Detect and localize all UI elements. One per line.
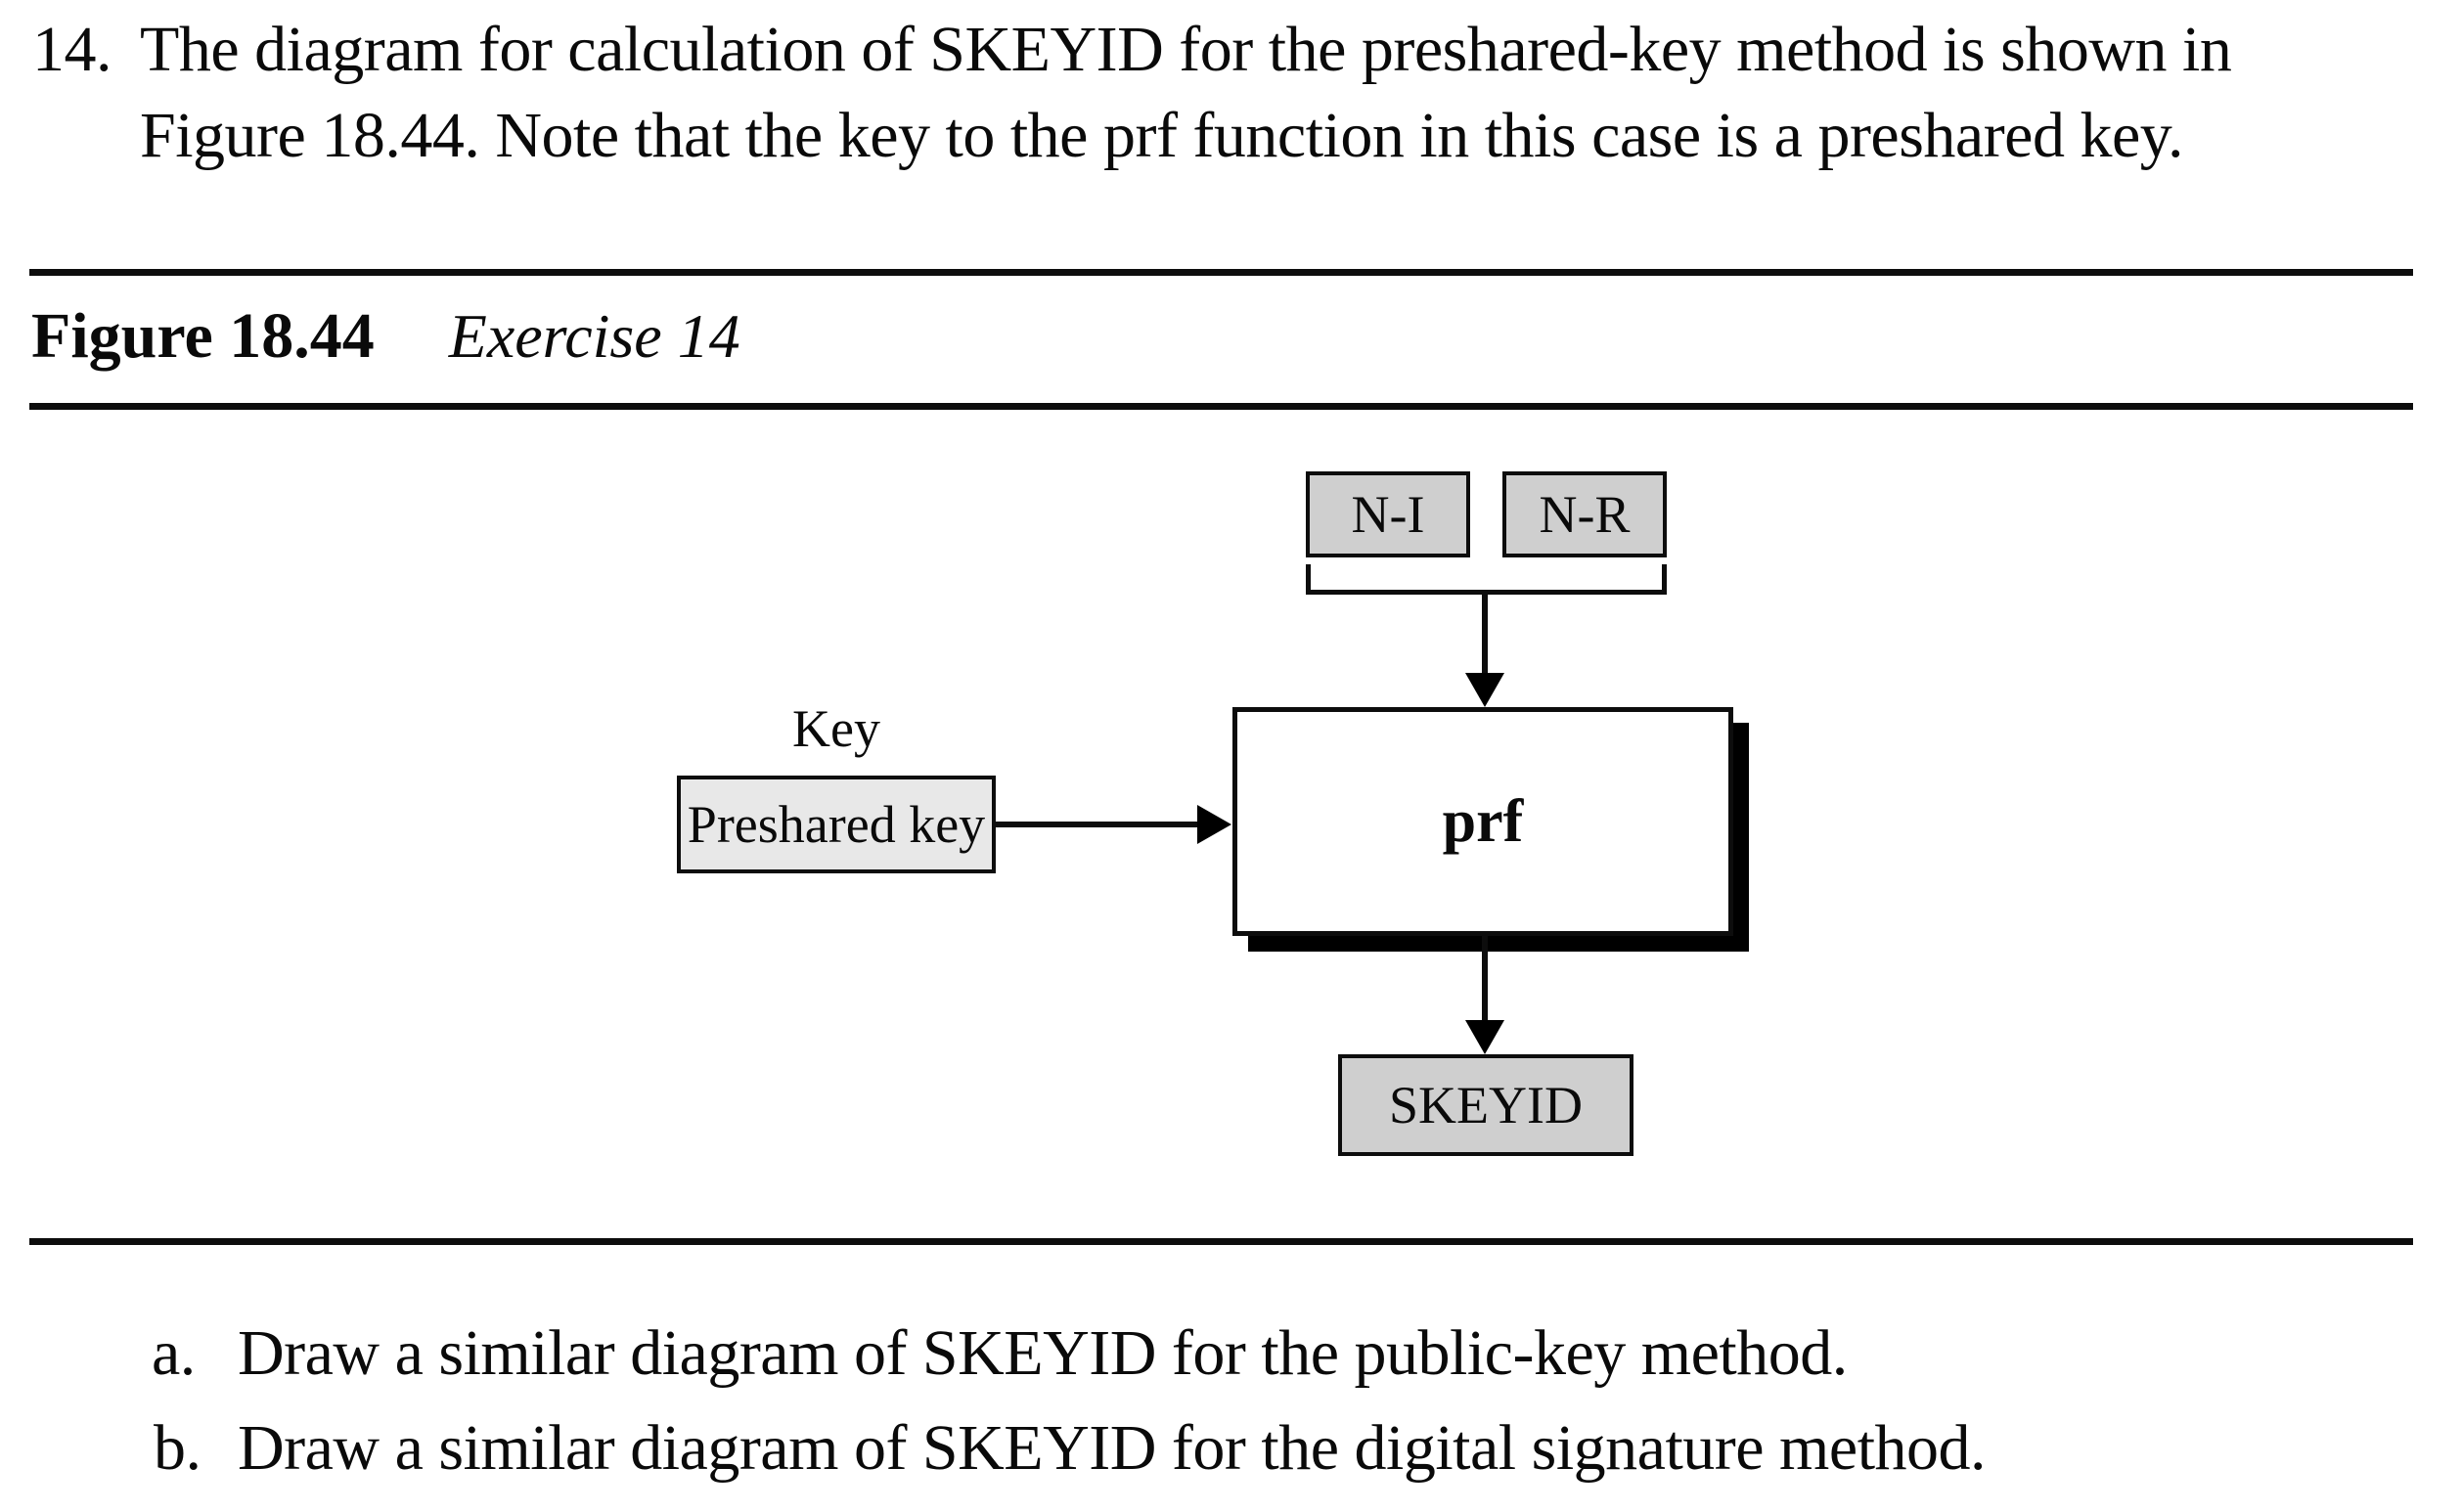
exercise-number: 14. [32,14,112,85]
figure-caption-text: Exercise 14 [448,301,740,371]
prf-to-skeyid-arrowhead-icon [1465,1020,1504,1054]
nonce-to-prf-arrowhead-icon [1465,673,1504,707]
bracket-right-tick [1662,564,1667,595]
skeyid-box-label: SKEYID [1389,1076,1583,1134]
skeyid-box: SKEYID [1338,1054,1633,1156]
key-to-prf-arrow-stem [996,822,1199,827]
bracket-left-tick [1306,564,1311,595]
ni-box: N-I [1306,471,1470,557]
subitem-b-marker: b. [154,1412,201,1484]
preshared-key-box: Preshared key [677,776,996,873]
preshared-key-box-label: Preshared key [687,795,986,854]
nr-box: N-R [1502,471,1667,557]
figure-label: Figure 18.44 [31,300,375,372]
exercise-text-line-1: The diagram for calculation of SKEYID fo… [140,14,2232,85]
subitem-a-marker: a. [152,1317,196,1389]
figure-bottom-rule [29,1238,2413,1245]
nonce-to-prf-arrow-stem [1482,592,1488,680]
nr-box-label: N-R [1539,485,1631,544]
subitem-b-text: Draw a similar diagram of SKEYID for the… [238,1412,1987,1484]
caption-bottom-rule [29,403,2413,410]
exercise-text-line-2: Figure 18.44. Note that the key to the p… [140,100,2183,171]
prf-to-skeyid-arrow-stem [1482,934,1488,1027]
figure-top-rule [29,269,2413,276]
key-to-prf-arrowhead-icon [1197,805,1231,844]
prf-box: prf [1232,707,1733,936]
subitem-a-text: Draw a similar diagram of SKEYID for the… [238,1317,1848,1389]
ni-box-label: N-I [1351,485,1425,544]
prf-box-label: prf [1442,787,1524,855]
key-label: Key [792,699,880,758]
